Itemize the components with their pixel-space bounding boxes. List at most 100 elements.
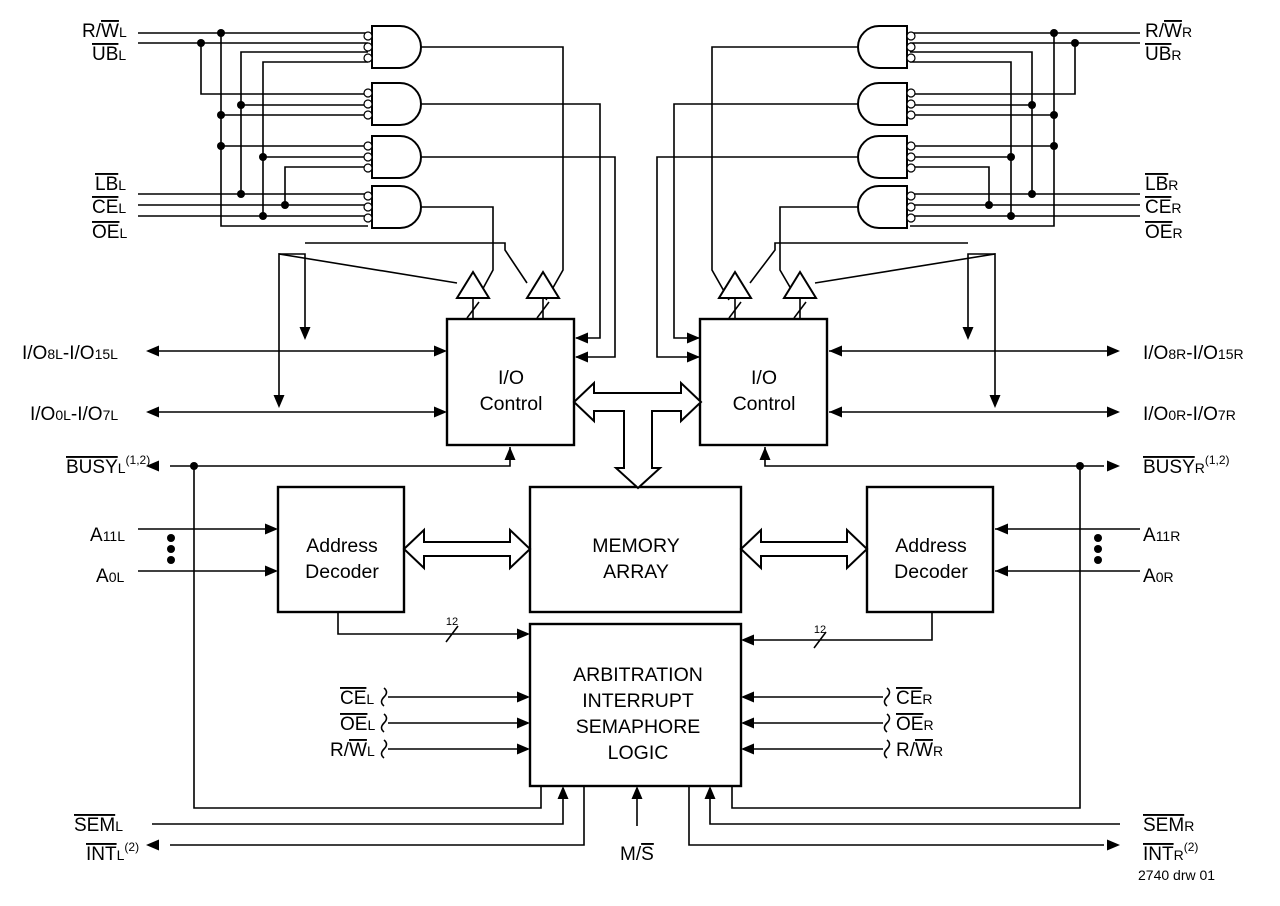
junction-dot bbox=[1028, 190, 1036, 198]
label-sup: (2) bbox=[1184, 840, 1199, 854]
arrowhead bbox=[146, 460, 159, 472]
squiggle bbox=[883, 687, 891, 707]
junction-dot bbox=[1050, 111, 1058, 119]
wire bbox=[673, 103, 859, 339]
junction-dot bbox=[237, 101, 245, 109]
arrowhead bbox=[146, 406, 159, 418]
junction-dot bbox=[167, 556, 175, 564]
inversion-bubble bbox=[906, 31, 916, 41]
arrowhead bbox=[299, 327, 311, 340]
wire bbox=[743, 612, 933, 641]
arrowhead bbox=[1107, 460, 1120, 472]
inversion-bubble bbox=[906, 191, 916, 201]
bus-slash bbox=[793, 301, 807, 319]
inversion-bubble bbox=[906, 213, 916, 223]
inversion-bubble bbox=[363, 31, 373, 41]
label-busy-right: BUSYR(1,2) bbox=[1143, 453, 1230, 478]
arrowhead bbox=[989, 395, 1001, 408]
label-sub: L bbox=[367, 717, 375, 733]
io-control-left-text: I/O bbox=[498, 367, 524, 389]
wire bbox=[152, 788, 564, 825]
junction-dot bbox=[217, 111, 225, 119]
arrowhead bbox=[829, 345, 842, 357]
label-a: I/O bbox=[22, 343, 47, 364]
label-sub: 0L bbox=[109, 569, 125, 585]
wire bbox=[967, 253, 995, 338]
and-gate bbox=[857, 82, 908, 126]
label-sub: 0R bbox=[1156, 569, 1174, 585]
label-bar: UB bbox=[92, 44, 118, 65]
wire bbox=[420, 103, 601, 339]
label-bar: BUSY bbox=[1143, 457, 1195, 478]
arrowhead bbox=[146, 345, 159, 357]
label-io-low-right: I/O0R-I/O7R bbox=[1143, 404, 1236, 425]
inversion-bubble bbox=[363, 152, 373, 162]
label-sub: L bbox=[117, 847, 125, 863]
arrowhead bbox=[995, 523, 1008, 535]
inversion-bubble bbox=[906, 141, 916, 151]
junction-dot bbox=[1028, 101, 1036, 109]
label-bar: LB bbox=[1145, 174, 1168, 195]
label-bar: OE bbox=[896, 714, 923, 735]
address-decoder-right bbox=[865, 485, 995, 614]
arbitration-logic-text: ARBITRATION bbox=[573, 664, 703, 686]
label-a_sub: 0R bbox=[1168, 407, 1186, 423]
arrowhead bbox=[1107, 406, 1120, 418]
arrowhead bbox=[517, 691, 530, 703]
label-sup: (2) bbox=[124, 840, 139, 854]
inversion-bubble bbox=[906, 202, 916, 212]
junction-dot bbox=[217, 29, 225, 37]
label-sub: L bbox=[118, 200, 126, 216]
label-sub: L bbox=[366, 691, 374, 707]
inversion-bubble bbox=[906, 152, 916, 162]
arbitration-logic bbox=[528, 622, 743, 788]
address-decoder-left bbox=[276, 485, 406, 614]
label-sub: R bbox=[1182, 24, 1192, 40]
bus-slash bbox=[536, 301, 550, 319]
junction-dot bbox=[1007, 153, 1015, 161]
inversion-bubble bbox=[363, 110, 373, 120]
squiggle bbox=[380, 713, 388, 733]
label-a: I/O bbox=[1143, 404, 1168, 425]
squiggle bbox=[380, 687, 388, 707]
label-sub: R bbox=[1174, 847, 1184, 863]
inversion-bubble bbox=[363, 42, 373, 52]
wire bbox=[420, 156, 616, 358]
arrowhead bbox=[146, 839, 159, 851]
label-bar: S bbox=[641, 844, 654, 865]
label-ce-left: CEL bbox=[92, 197, 126, 218]
arrowhead bbox=[273, 395, 285, 408]
label-sub: L bbox=[118, 177, 126, 193]
label-bar: CE bbox=[92, 197, 118, 218]
wire bbox=[220, 115, 368, 147]
label-a11-right: A11R bbox=[1143, 525, 1180, 546]
junction-dot bbox=[1050, 142, 1058, 150]
label-pre: R/ bbox=[82, 21, 102, 42]
label-bar: BUSY bbox=[66, 457, 118, 478]
label-rw-left: R/WL bbox=[82, 21, 127, 42]
wire bbox=[910, 166, 990, 205]
label-mid: -I/O bbox=[71, 404, 103, 425]
io-control-right-text: I/O bbox=[751, 367, 777, 389]
label-sub: 11R bbox=[1156, 528, 1181, 544]
wire bbox=[656, 156, 859, 358]
and-gate bbox=[371, 185, 422, 229]
label-logic-ce-left: CEL bbox=[340, 688, 374, 709]
arrowhead bbox=[517, 628, 530, 640]
wire bbox=[279, 253, 306, 338]
label-b_sub: 7L bbox=[103, 407, 119, 423]
label-bar: OE bbox=[1145, 222, 1172, 243]
inversion-bubble bbox=[363, 191, 373, 201]
address-decoder-left-text: Decoder bbox=[305, 561, 379, 583]
label-bar: INT bbox=[86, 844, 117, 865]
bus-slash bbox=[728, 301, 742, 319]
junction-dot bbox=[217, 142, 225, 150]
junction-dot bbox=[281, 201, 289, 209]
wire bbox=[688, 786, 1104, 846]
arrowhead bbox=[995, 565, 1008, 577]
io-control-left bbox=[445, 317, 576, 447]
wire bbox=[910, 43, 1076, 95]
label-logic-rw-left: R/WL bbox=[330, 740, 375, 761]
arrowhead bbox=[434, 345, 447, 357]
arrowhead bbox=[741, 717, 754, 729]
